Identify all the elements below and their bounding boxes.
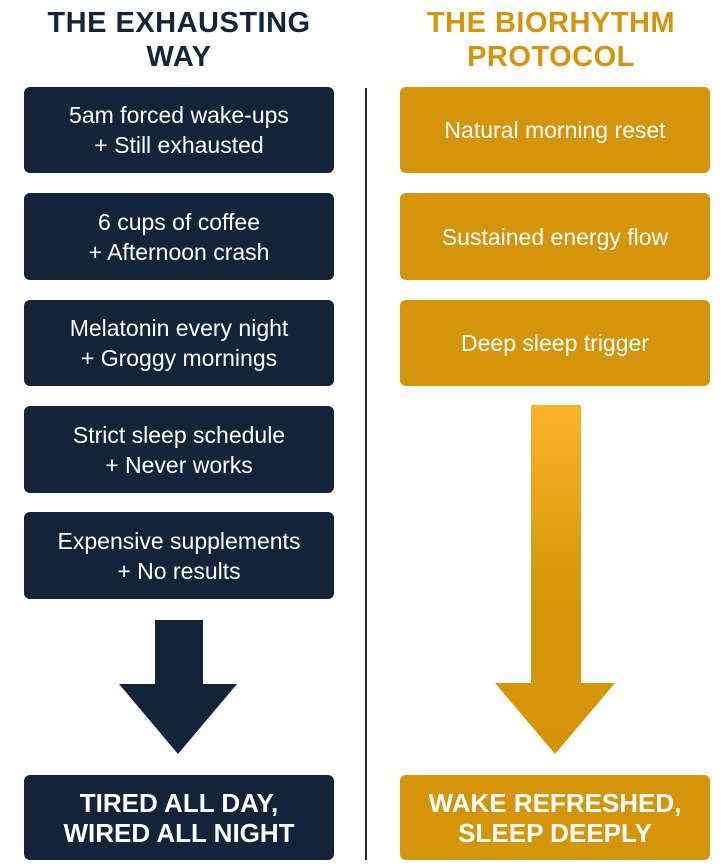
right-item: Sustained energy flow bbox=[400, 193, 710, 280]
left-item-line1: Strict sleep schedule bbox=[72, 421, 286, 448]
right-column-title: THE BIORHYTHM PROTOCOL bbox=[386, 6, 716, 74]
left-item-line1: 5am forced wake-ups bbox=[69, 102, 289, 128]
column-divider bbox=[365, 88, 367, 860]
left-down-arrow-icon bbox=[119, 620, 237, 754]
right-item-label: Deep sleep trigger bbox=[461, 330, 649, 356]
left-item-line1: Expensive supplements bbox=[57, 527, 301, 554]
left-item: Strict sleep schedule + Never works bbox=[24, 406, 334, 493]
right-title-line1: THE BIORHYTHM bbox=[426, 7, 676, 39]
left-item: 6 cups of coffee + Afternoon crash bbox=[24, 193, 334, 280]
left-item-line1: Melatonin every night bbox=[69, 315, 289, 341]
right-down-arrow-icon bbox=[495, 405, 615, 754]
left-item-line1: 6 cups of coffee bbox=[98, 208, 260, 235]
left-item-line2: + Afternoon crash bbox=[88, 238, 270, 265]
right-item-label: Sustained energy flow bbox=[441, 223, 669, 250]
left-item-line2: + Never works bbox=[105, 451, 253, 478]
right-result-line2: SLEEP DEEPLY bbox=[458, 817, 652, 848]
left-result-line1: TIRED ALL DAY, bbox=[79, 787, 279, 818]
left-item-line2: + No results bbox=[117, 557, 241, 584]
left-item-line2: + Groggy mornings bbox=[80, 345, 278, 371]
left-result-box: TIRED ALL DAY, WIRED ALL NIGHT bbox=[24, 775, 334, 860]
left-item: 5am forced wake-ups + Still exhausted bbox=[24, 87, 334, 173]
left-title-line1: THE EXHAUSTING bbox=[47, 7, 311, 39]
left-column-title: THE EXHAUSTING WAY bbox=[14, 6, 344, 74]
right-item: Deep sleep trigger bbox=[400, 300, 710, 386]
right-result-box: WAKE REFRESHED, SLEEP DEEPLY bbox=[400, 775, 710, 860]
left-item-line2: + Still exhausted bbox=[94, 132, 264, 158]
right-title-line2: PROTOCOL bbox=[467, 41, 635, 73]
left-item: Melatonin every night + Groggy mornings bbox=[24, 300, 334, 386]
right-result-line1: WAKE REFRESHED, bbox=[428, 787, 682, 818]
left-item: Expensive supplements + No results bbox=[24, 512, 334, 599]
right-item: Natural morning reset bbox=[400, 87, 710, 173]
left-title-line2: WAY bbox=[146, 41, 212, 73]
right-item-label: Natural morning reset bbox=[444, 117, 666, 143]
left-result-line2: WIRED ALL NIGHT bbox=[63, 817, 295, 848]
